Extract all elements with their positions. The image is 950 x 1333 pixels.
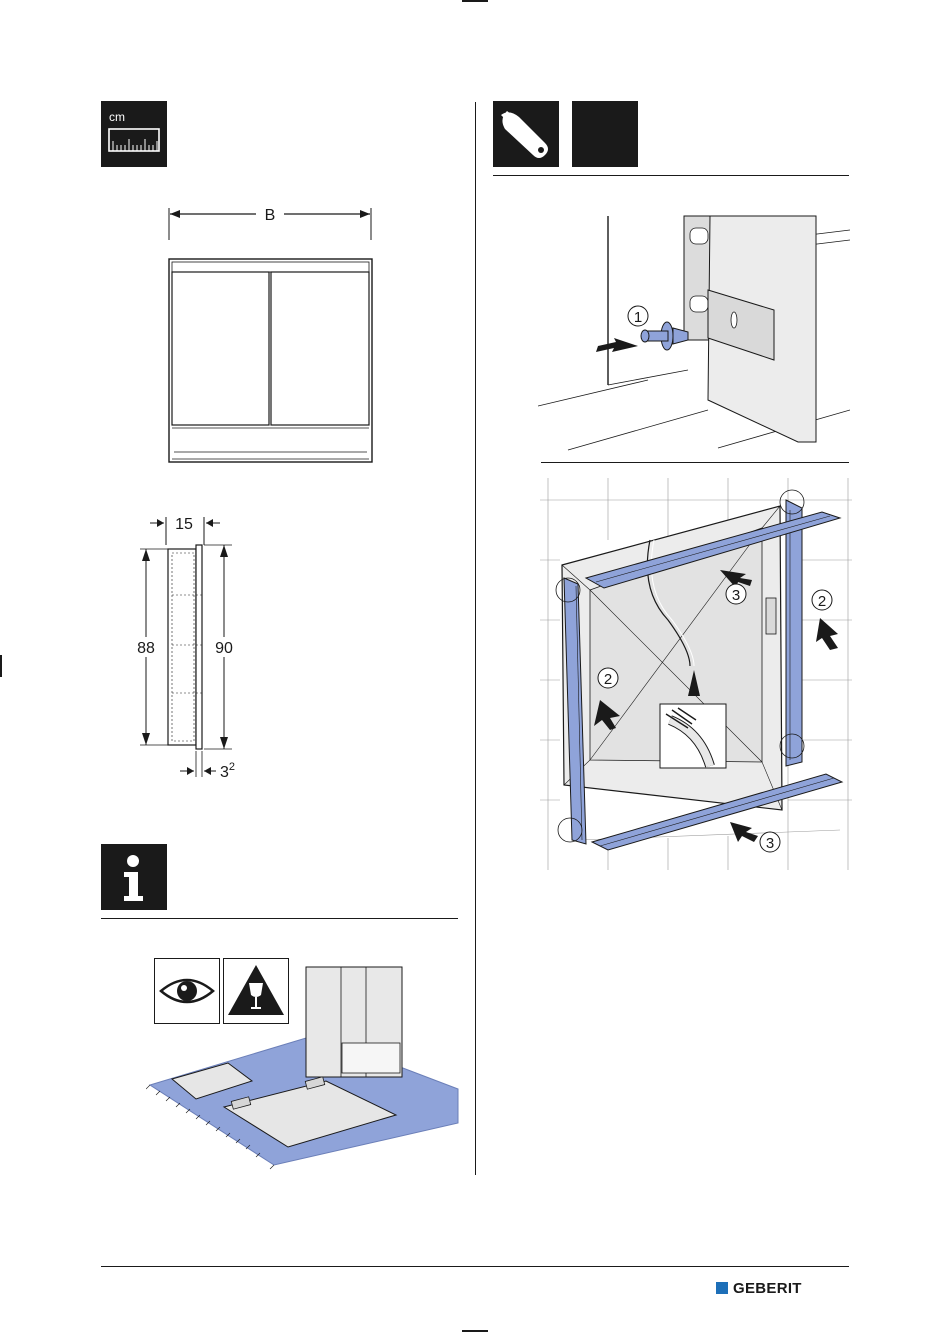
brand-name: GEBERIT <box>733 1280 802 1297</box>
ruler-icon: cm <box>101 101 167 167</box>
unit-label: cm <box>109 110 125 124</box>
info-section-icon <box>101 844 167 910</box>
inner-height-label: 88 <box>137 640 155 657</box>
brand-logo: GEBERIT <box>716 1278 802 1298</box>
outer-height-label: 90 <box>215 640 233 657</box>
width-label: B <box>265 207 276 224</box>
info-icon <box>101 844 167 910</box>
step-figure-remove-plug: 1 <box>538 210 850 460</box>
tool-section-rule <box>493 175 849 176</box>
measurement-section-icon: cm <box>101 101 167 167</box>
top-crop-mark <box>462 0 488 2</box>
callout-1: 1 <box>634 309 642 326</box>
tool-section-icon <box>493 101 559 167</box>
depth-label: 15 <box>175 516 193 533</box>
cabinet-side-view: 15 88 90 32 <box>128 505 268 790</box>
cabinet-front-view: B <box>150 200 390 470</box>
column-divider <box>475 102 476 1175</box>
callout-2-left: 2 <box>604 671 612 688</box>
offset-label: 32 <box>220 761 235 781</box>
callout-3-top: 3 <box>732 587 740 604</box>
step-figure-remove-covers: 2 2 3 3 <box>540 470 852 870</box>
plug-part <box>641 322 688 350</box>
bottom-crop-mark <box>462 1330 488 1332</box>
info-section-rule <box>101 918 458 919</box>
left-margin-mark <box>0 655 2 677</box>
wrench-icon <box>493 101 559 167</box>
callout-3-bottom: 3 <box>766 835 774 852</box>
footer-rule <box>101 1266 849 1267</box>
brand-square-icon <box>716 1282 728 1294</box>
blank-tool-icon <box>572 101 638 167</box>
step-divider <box>541 462 849 463</box>
callout-2-right: 2 <box>818 593 826 610</box>
unpacking-illustration <box>146 965 460 1170</box>
